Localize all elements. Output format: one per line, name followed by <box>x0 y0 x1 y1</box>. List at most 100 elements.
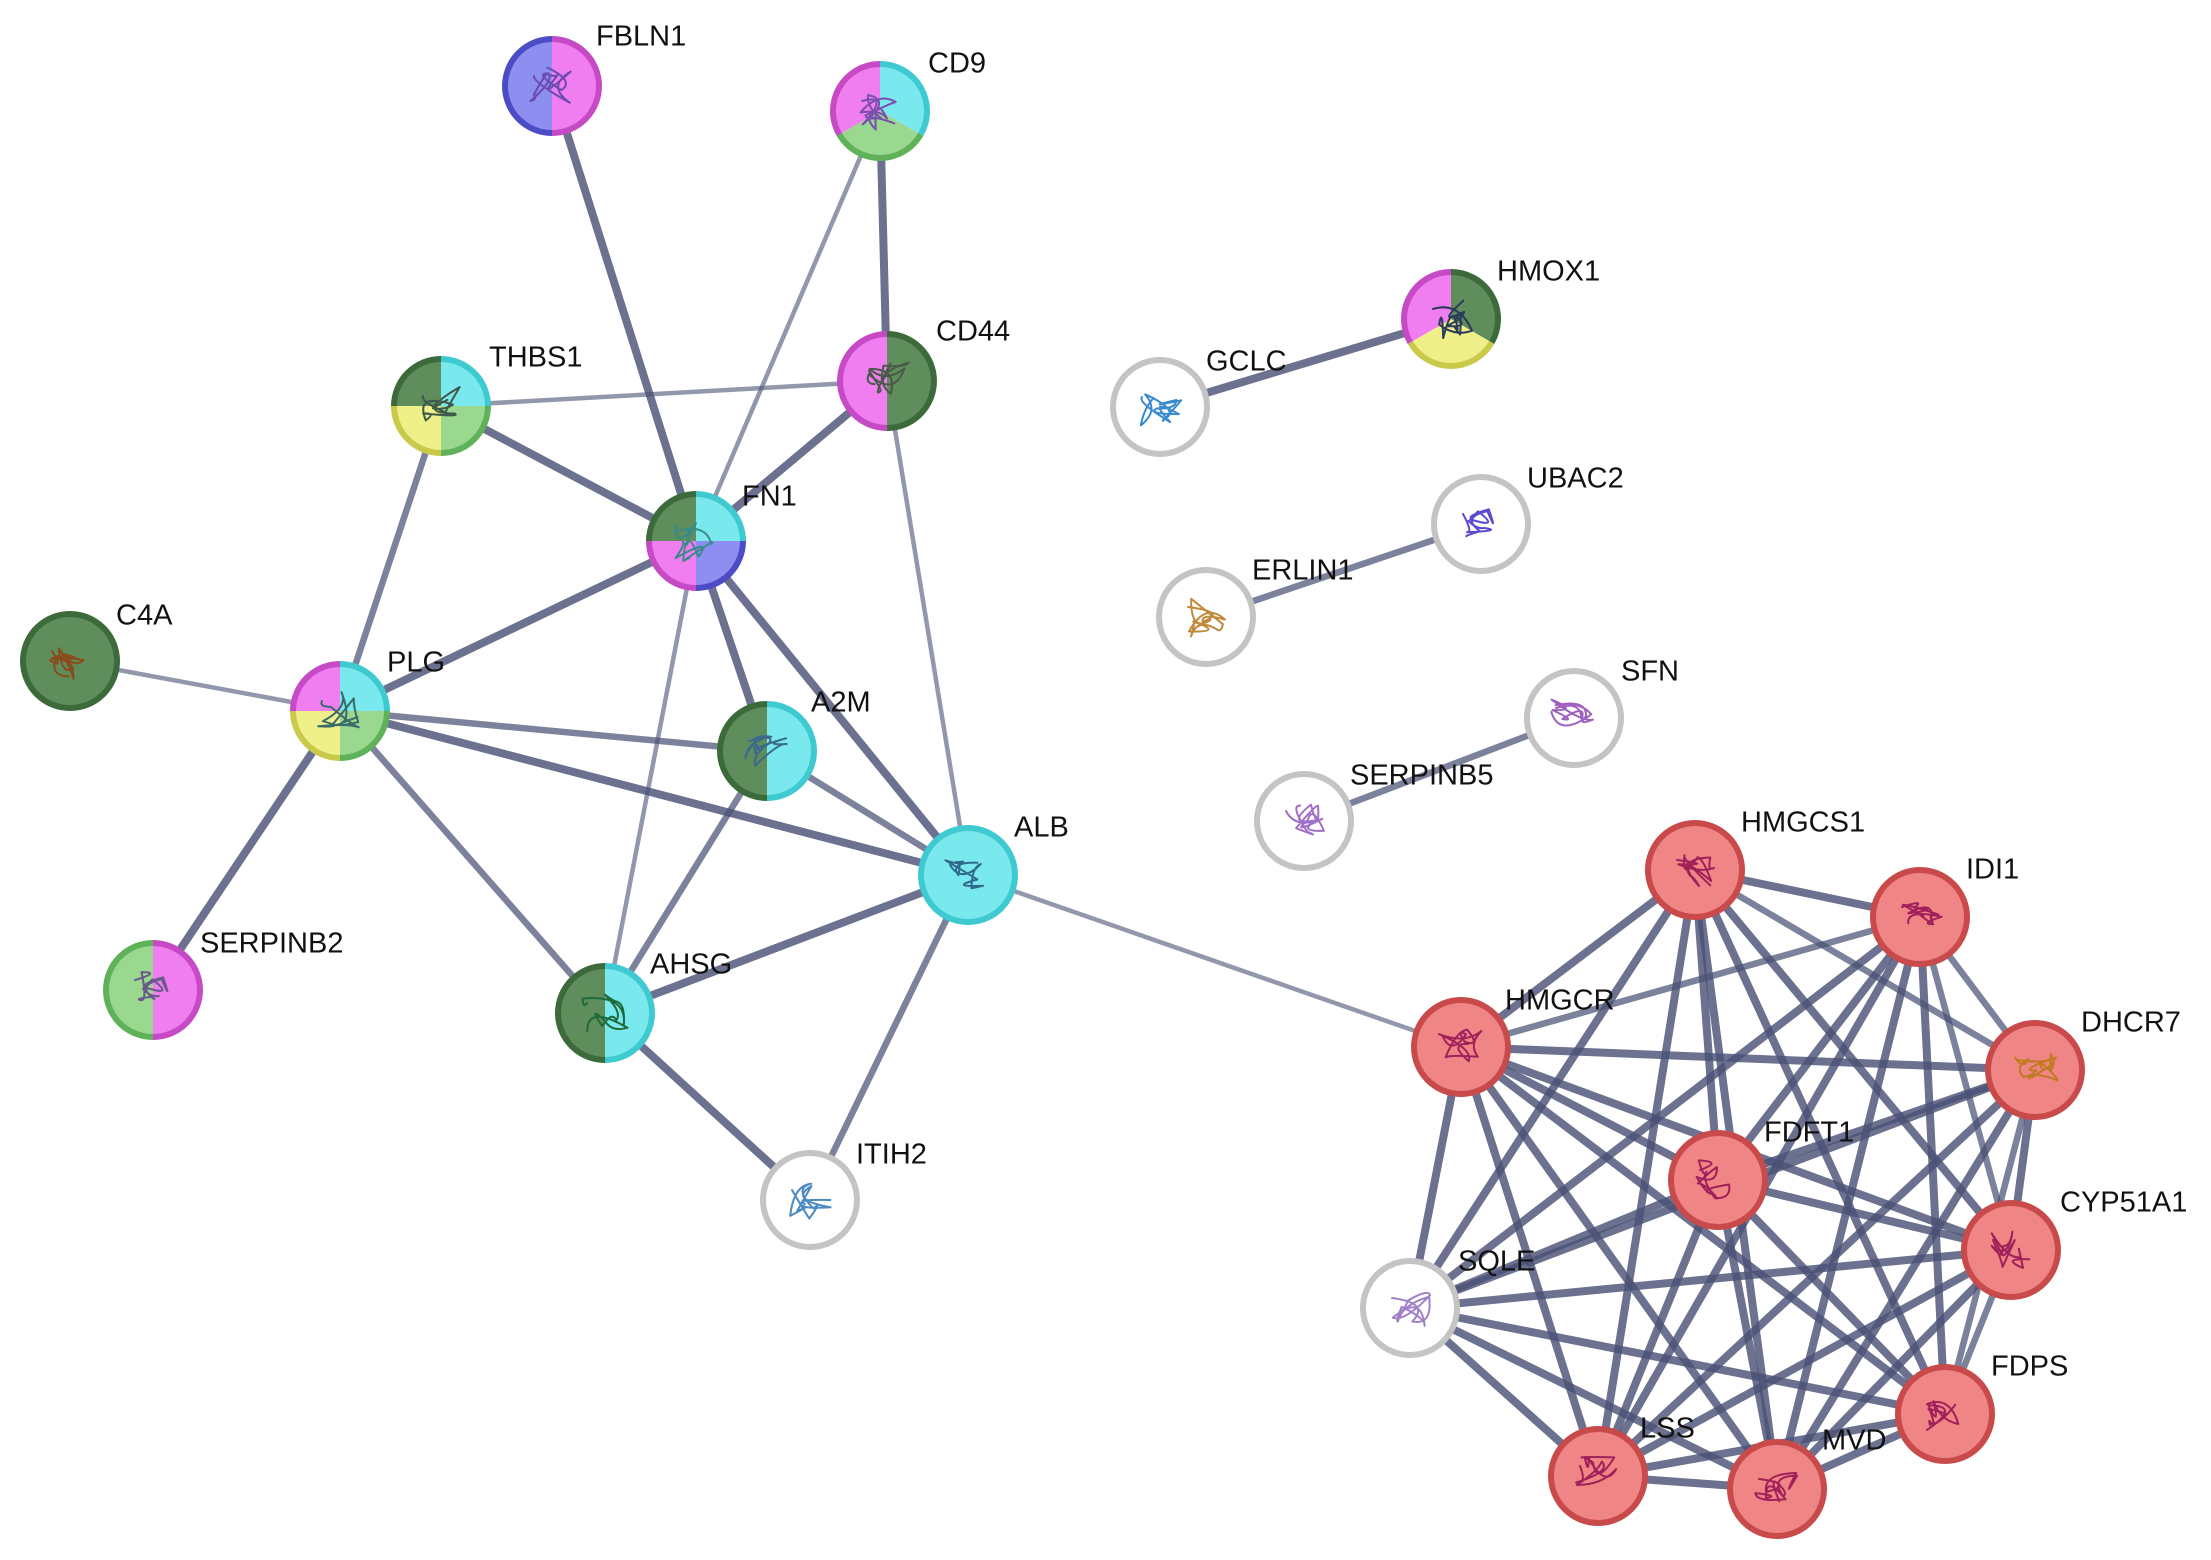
node-wedge-green <box>839 111 921 158</box>
edge-fdft1-cyp51a1 <box>1714 1176 2015 1254</box>
edge-ahsg-alb <box>601 871 972 1017</box>
node-label-thbs1: THBS1 <box>489 342 582 374</box>
edges-layer <box>67 82 2039 1493</box>
edge-fn1-ahsg <box>602 538 699 1016</box>
node-erlin1[interactable]: ERLIN1 <box>1156 555 1354 667</box>
node-label-hmgcr: HMGCR <box>1505 985 1615 1017</box>
edge-fbln1-fn1 <box>548 82 700 545</box>
node-ring-segment <box>1407 340 1495 369</box>
node-fdft1[interactable]: FDFT1 <box>1668 1117 1854 1230</box>
node-ring <box>1360 1258 1460 1358</box>
node-sfn[interactable]: SFN <box>1524 656 1679 768</box>
node-mvd[interactable]: MVD <box>1727 1425 1886 1539</box>
node-cd9[interactable]: CD9 <box>830 48 986 161</box>
node-idi1[interactable]: IDI1 <box>1870 854 2019 967</box>
node-label-ubac2: UBAC2 <box>1527 463 1624 495</box>
node-label-idi1: IDI1 <box>1966 854 2019 886</box>
node-hmgcr[interactable]: HMGCR <box>1411 985 1615 1097</box>
edge-hmgcr-mvd <box>1457 1043 1781 1493</box>
node-ring-segment <box>502 36 553 136</box>
node-fbln1[interactable]: FBLN1 <box>502 21 686 136</box>
edge-cd9-fn1 <box>693 108 883 544</box>
protein-structure-icon <box>1462 508 1495 538</box>
node-ring-segment <box>339 710 390 761</box>
edge-thbs1-plg <box>336 402 445 715</box>
node-ring <box>1895 1364 1995 1464</box>
node-fn1[interactable]: FN1 <box>646 481 797 591</box>
node-label-ahsg: AHSG <box>650 949 732 981</box>
node-ahsg[interactable]: AHSG <box>555 949 732 1063</box>
node-label-alb: ALB <box>1014 812 1069 844</box>
node-ring <box>1985 1020 2085 1120</box>
node-c4a[interactable]: C4A <box>20 600 173 711</box>
node-wedge-blue <box>696 541 743 588</box>
protein-structure-icon <box>1437 1028 1483 1063</box>
node-fdps[interactable]: FDPS <box>1895 1351 2068 1464</box>
node-ring <box>1548 1426 1648 1526</box>
node-ring <box>1110 357 1210 457</box>
node-label-fn1: FN1 <box>742 481 797 513</box>
node-ring <box>1431 474 1531 574</box>
node-serpinb2[interactable]: SERPINB2 <box>103 928 343 1040</box>
node-label-itih2: ITIH2 <box>856 1139 927 1171</box>
protein-structure-icon <box>1285 803 1325 836</box>
node-thbs1[interactable]: THBS1 <box>391 342 582 456</box>
edge-dhcr7-mvd <box>1773 1066 2039 1493</box>
node-cd44[interactable]: CD44 <box>837 316 1010 431</box>
node-dhcr7[interactable]: DHCR7 <box>1985 1007 2181 1120</box>
node-label-c4a: C4A <box>116 600 173 632</box>
edge-gclc-hmox1 <box>1156 315 1455 411</box>
node-label-hmox1: HMOX1 <box>1497 256 1600 288</box>
node-wedge-darkgreen <box>394 359 441 406</box>
node-fill <box>1434 477 1528 571</box>
node-hmox1[interactable]: HMOX1 <box>1401 256 1600 369</box>
node-ring-segment <box>290 710 341 761</box>
node-label-lss: LSS <box>1640 1413 1695 1445</box>
node-gclc[interactable]: GCLC <box>1110 346 1287 457</box>
edge-plg-ahsg <box>336 707 609 1017</box>
edge-plg-alb <box>336 707 972 879</box>
edge-fn1-alb <box>692 537 972 879</box>
edge-idi1-fdft1 <box>1714 913 1924 1184</box>
protein-structure-icon <box>1187 597 1226 638</box>
edge-fdft1-sqle <box>1406 1176 1722 1312</box>
node-fill <box>921 828 1015 922</box>
node-fill <box>1873 870 1967 964</box>
edge-hmgcs1-sqle <box>1406 866 1699 1312</box>
node-label-a2m: A2M <box>811 687 871 719</box>
edge-alb-itih2 <box>806 871 972 1204</box>
node-a2m[interactable]: A2M <box>717 687 871 801</box>
node-ubac2[interactable]: UBAC2 <box>1431 463 1624 574</box>
protein-structure-icon <box>1925 1400 1960 1431</box>
node-label-sqle: SQLE <box>1458 1246 1535 1278</box>
node-wedge-cyan <box>605 966 652 1060</box>
edge-idi1-hmgcr <box>1457 913 1924 1051</box>
node-wedge-cyan <box>441 359 488 406</box>
node-label-sfn: SFN <box>1621 656 1679 688</box>
node-wedge-green <box>441 406 488 453</box>
node-alb[interactable]: ALB <box>918 812 1069 925</box>
node-label-cd9: CD9 <box>928 48 986 80</box>
node-itih2[interactable]: ITIH2 <box>760 1139 927 1250</box>
node-ring-segment <box>830 61 881 136</box>
edge-hmgcs1-lss <box>1594 866 1699 1480</box>
protein-structure-icon <box>674 522 714 562</box>
edge-cd44-thbs1 <box>438 378 890 409</box>
node-ring-segment <box>837 331 888 431</box>
protein-structure-icon <box>421 386 461 422</box>
node-label-fdft1: FDFT1 <box>1764 1117 1854 1149</box>
node-plg[interactable]: PLG <box>290 647 445 761</box>
node-ring-segment <box>879 61 930 136</box>
node-serpinb5[interactable]: SERPINB5 <box>1254 760 1493 871</box>
node-hmgcs1[interactable]: HMGCS1 <box>1645 807 1865 920</box>
node-label-plg: PLG <box>387 647 445 679</box>
node-cyp51a1[interactable]: CYP51A1 <box>1961 1187 2187 1300</box>
node-lss[interactable]: LSS <box>1548 1413 1695 1526</box>
node-label-cyp51a1: CYP51A1 <box>2060 1187 2187 1219</box>
edge-hmgcr-dhcr7 <box>1457 1043 2039 1074</box>
node-fill <box>1551 1429 1645 1523</box>
protein-structure-icon <box>1990 1230 2031 1269</box>
node-sqle[interactable]: SQLE <box>1360 1246 1535 1358</box>
node-ring-segment <box>886 331 937 431</box>
node-ring-segment <box>717 701 768 801</box>
